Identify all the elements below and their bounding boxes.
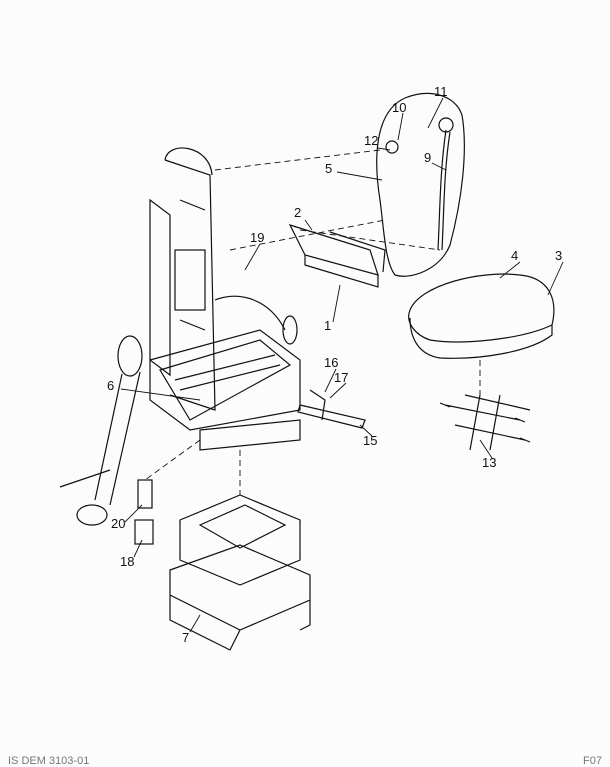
callout-9: 9 [424, 150, 432, 165]
figure-code: F07 [583, 755, 602, 767]
cable [214, 295, 286, 331]
release-lever [297, 389, 366, 429]
seat-frame [149, 329, 301, 451]
suspension-base [169, 494, 311, 651]
callout-18: 18 [120, 554, 135, 569]
seat-back-cushion [376, 92, 465, 277]
callout-3: 3 [555, 248, 563, 263]
callout-11: 11 [434, 84, 448, 99]
callout-2: 2 [294, 205, 302, 220]
callout-5: 5 [325, 161, 333, 176]
callout-19: 19 [250, 230, 265, 245]
armrest [288, 224, 386, 288]
bulb [282, 315, 298, 345]
callout-7: 7 [182, 630, 190, 645]
cushion-support-springs [439, 394, 531, 451]
callout-6: 6 [107, 378, 115, 393]
explode-lines [144, 149, 481, 495]
side-link-arm [59, 335, 143, 526]
callout-4: 4 [511, 248, 519, 263]
callout-17: 17 [334, 370, 349, 385]
callout-16: 16 [324, 355, 339, 370]
drawing-number: IS DEM 3103-01 [8, 755, 90, 767]
seat-back-frame [149, 147, 216, 411]
callout-12: 12 [364, 133, 379, 148]
callout-15: 15 [363, 433, 378, 448]
shock-absorber [134, 479, 154, 545]
seat-cushion [408, 273, 555, 359]
callout-1: 1 [324, 318, 332, 333]
leader-lines [120, 97, 564, 633]
callout-10: 10 [392, 100, 407, 115]
callout-13: 13 [482, 455, 497, 470]
callout-20: 20 [111, 516, 126, 531]
